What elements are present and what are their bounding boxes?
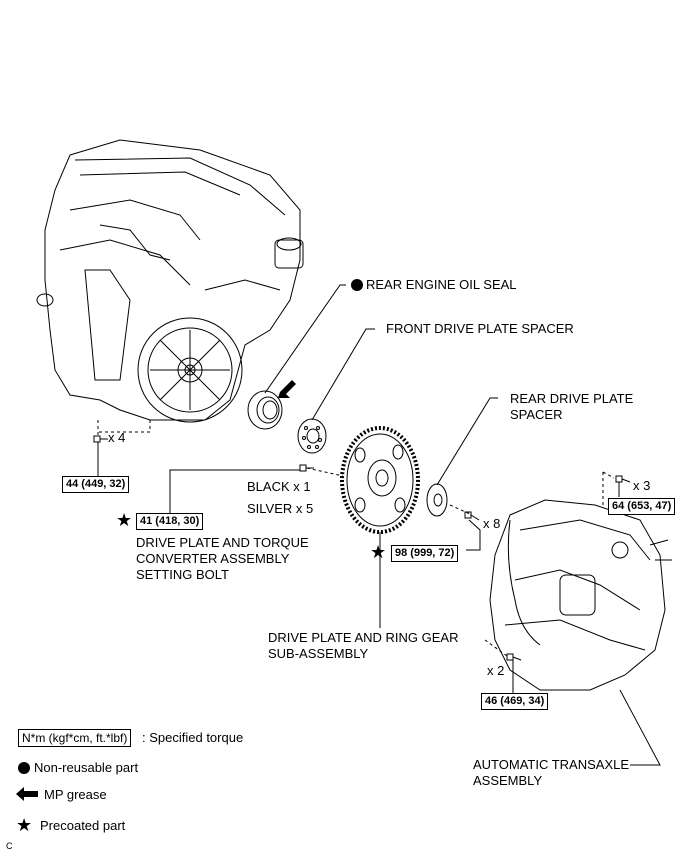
- legend-nonreusable-text: Non-reusable part: [34, 760, 139, 775]
- corner-mark: C: [6, 841, 13, 851]
- legend-nonreusable-dot-icon: [18, 762, 30, 774]
- rear-drive-plate-spacer-part: [426, 483, 448, 517]
- legend-torque-box: N*m (kgf*cm, ft.*lbf): [18, 729, 132, 747]
- label-qty-x2: x 2: [487, 663, 505, 678]
- label-black-x1: BLACK x 1: [247, 479, 311, 494]
- rear-engine-oil-seal-part: [247, 390, 283, 430]
- label-rear-drive-plate-spacer-line2: SPACER: [510, 407, 563, 422]
- label-setting-bolt-line3: SETTING BOLT: [136, 567, 229, 582]
- bolts: [93, 435, 631, 661]
- engine-illustration: [36, 139, 304, 423]
- torque-box-44: 44 (449, 32): [62, 476, 130, 493]
- precoated-star-icon: ★: [370, 542, 387, 562]
- nonreusable-dot-icon: [351, 279, 363, 291]
- install-guide-lines: [97, 420, 615, 657]
- legend-torque-text: : Specified torque: [142, 730, 244, 745]
- label-ring-gear-line1: DRIVE PLATE AND RING GEAR: [268, 630, 459, 645]
- label-silver-x5: SILVER x 5: [247, 501, 314, 516]
- label-rear-engine-oil-seal: REAR ENGINE OIL SEAL: [366, 277, 517, 292]
- transaxle-illustration: [489, 499, 672, 691]
- torque-box-46: 46 (469, 34): [481, 693, 549, 710]
- label-transaxle-line1: AUTOMATIC TRANSAXLE: [473, 757, 630, 772]
- label-transaxle-line2: ASSEMBLY: [473, 773, 543, 788]
- label-qty-x8: x 8: [483, 516, 501, 531]
- legend-grease-arrow-icon: [16, 787, 38, 801]
- legend-precoated-text: Precoated part: [40, 818, 126, 833]
- label-ring-gear-line2: SUB-ASSEMBLY: [268, 646, 369, 661]
- label-qty-x3: x 3: [633, 478, 651, 493]
- grease-arrow-on-seal: [278, 380, 296, 398]
- legend-precoated-star-icon: ★: [16, 815, 33, 835]
- legend-grease-text: MP grease: [44, 787, 107, 802]
- label-front-drive-plate-spacer: FRONT DRIVE PLATE SPACER: [386, 321, 574, 336]
- label-rear-drive-plate-spacer-line1: REAR DRIVE PLATE: [510, 391, 634, 406]
- torque-box-98: 98 (999, 72): [391, 545, 459, 562]
- drive-plate-ring-gear-part: [340, 426, 420, 534]
- leader-lines: [97, 284, 661, 766]
- label-setting-bolt-line1: DRIVE PLATE AND TORQUE: [136, 535, 309, 550]
- precoated-star-icon: ★: [116, 510, 133, 530]
- label-setting-bolt-line2: CONVERTER ASSEMBLY: [136, 551, 290, 566]
- torque-box-41: 41 (418, 30): [136, 513, 204, 530]
- front-drive-plate-spacer-part: [297, 418, 327, 454]
- torque-box-64: 64 (653, 47): [608, 498, 676, 515]
- label-qty-x4: x 4: [108, 430, 126, 445]
